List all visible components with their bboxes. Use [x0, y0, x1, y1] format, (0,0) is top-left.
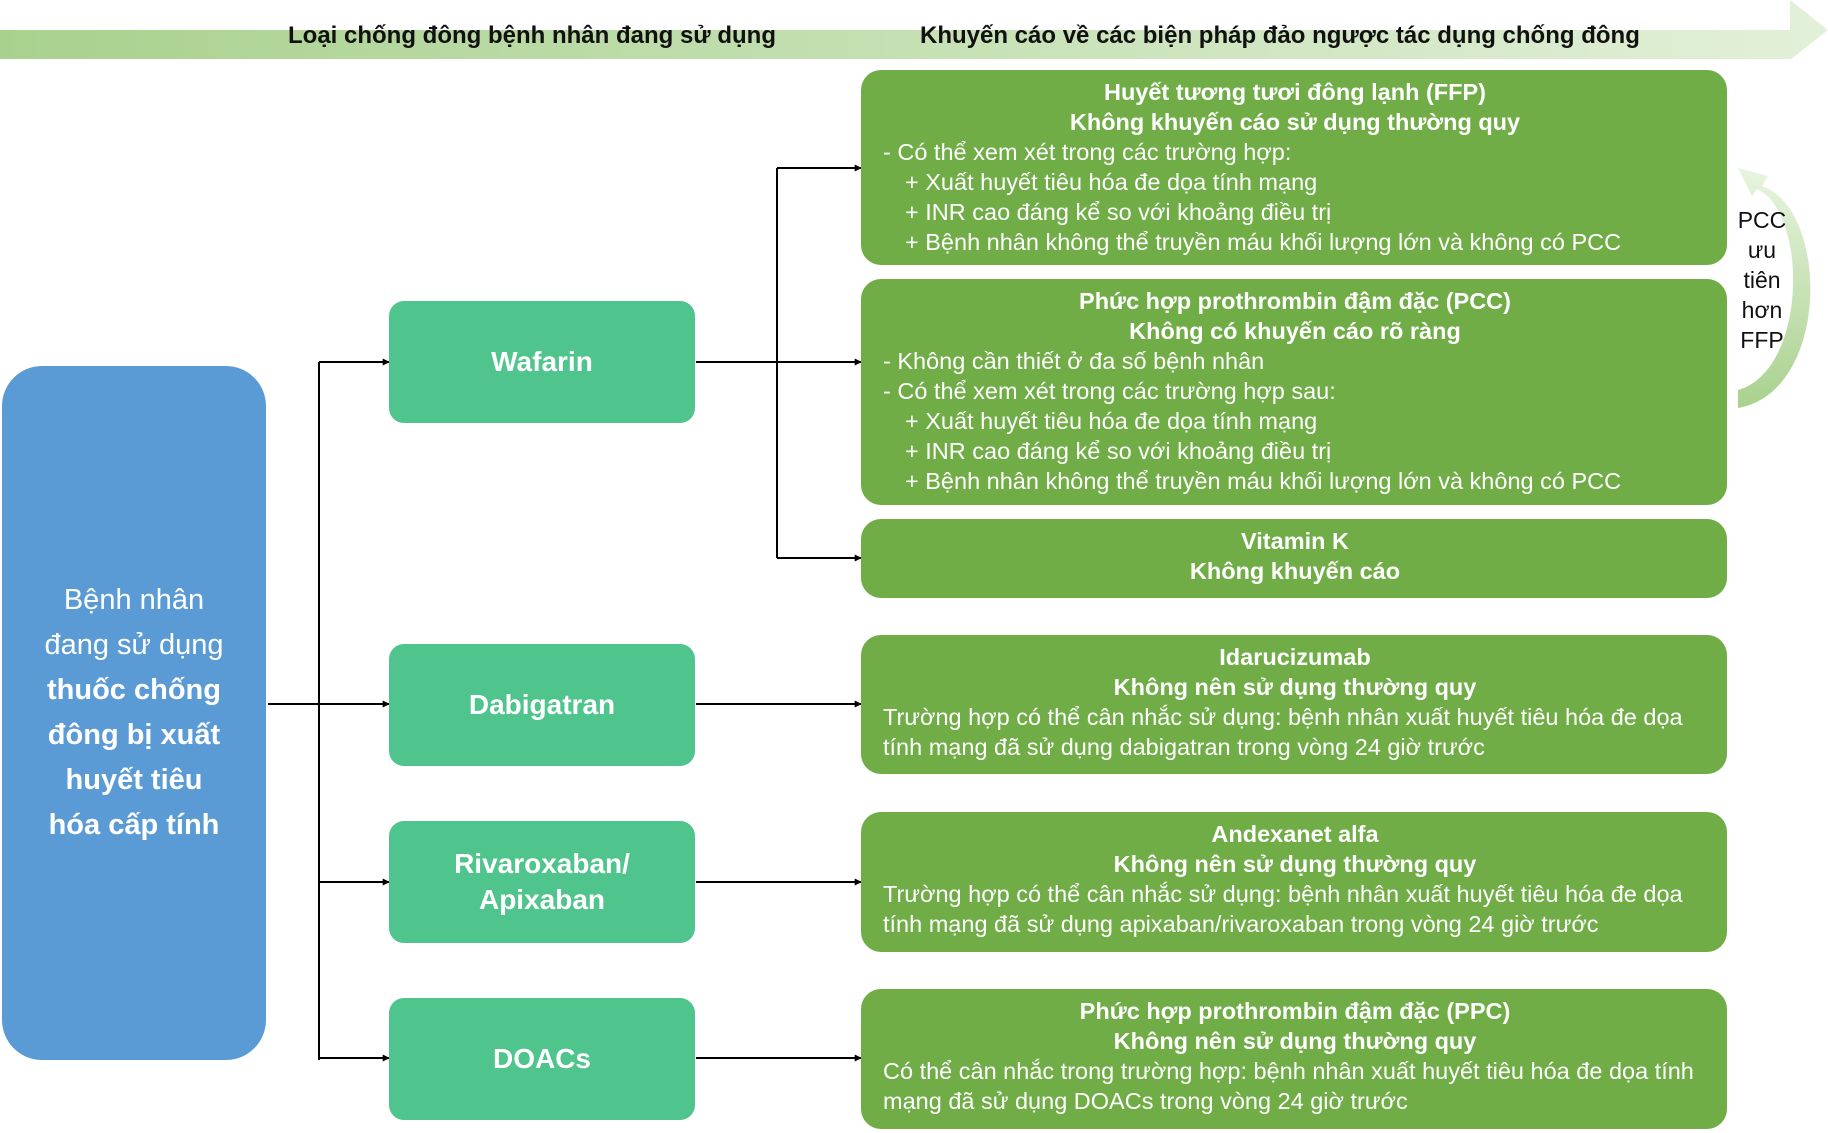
rec-andexanet-text: Trường hợp có thể cân nhắc sử dụng: bệnh…	[883, 881, 1683, 937]
side-note-l5: FFP	[1740, 327, 1784, 353]
rec-pcc: Phức hợp prothrombin đậm đặc (PCC) Không…	[861, 279, 1727, 505]
header-left-title: Loại chống đông bệnh nhân đang sử dụng	[288, 22, 776, 49]
header-right-title: Khuyến cáo về các biện pháp đảo ngược tá…	[920, 22, 1640, 49]
rec-ffp: Huyết tương tươi đông lạnh (FFP) Không k…	[861, 70, 1727, 265]
patient-bold4: hóa cấp tính	[48, 809, 220, 841]
drug-doacs-label: DOACs	[492, 1043, 591, 1074]
drug-warfarin-label: Wafarin	[491, 346, 593, 377]
rec-andexanet-title2: Không nên sử dụng thường quy	[1113, 851, 1477, 877]
patient-line1: Bệnh nhân	[63, 584, 205, 616]
connector-lines	[268, 164, 862, 1062]
rec-andexanet-title1: Andexanet alfa	[1211, 821, 1379, 847]
rec-idarucizumab-text: Trường hợp có thể cân nhắc sử dụng: bệnh…	[883, 704, 1683, 760]
drug-dabigatran-label: Dabigatran	[468, 689, 616, 720]
rec-ffp-line4: + Bệnh nhân không thể truyền máu khối lư…	[905, 229, 1622, 255]
rec-ffp-title1: Huyết tương tươi đông lạnh (FFP)	[1103, 79, 1487, 105]
rec-pcc-title2: Không có khuyến cáo rõ ràng	[1129, 318, 1461, 344]
patient-space	[152, 719, 160, 751]
drug-rivaroxaban-label2: Apixaban	[478, 884, 605, 915]
rec-ppc: Phức hợp prothrombin đậm đặc (PPC) Không…	[861, 989, 1727, 1129]
drug-rivaroxaban-label1: Rivaroxaban/	[454, 848, 630, 879]
rec-idarucizumab-title1: Idarucizumab	[1219, 644, 1371, 670]
rec-pcc-line2: - Có thể xem xét trong các trường hợp sa…	[883, 378, 1336, 404]
rec-pcc-line4: + INR cao đáng kể so với khoảng điều trị	[905, 438, 1332, 464]
patient-bold2a: đông bị	[47, 719, 153, 751]
rec-vitk-title2: Không khuyến cáo	[1189, 558, 1401, 584]
side-note: PCC ưu tiên hơn FFP	[1726, 205, 1798, 355]
side-note-l3: tiên	[1743, 267, 1781, 293]
drug-doacs: DOACs	[389, 998, 695, 1120]
rec-ffp-line2: + Xuất huyết tiêu hóa đe dọa tính mạng	[905, 169, 1318, 195]
drug-warfarin: Wafarin	[389, 301, 695, 423]
patient-bold2b: xuất	[160, 719, 221, 751]
rec-pcc-line1: - Không cần thiết ở đa số bệnh nhân	[883, 348, 1265, 374]
rec-idarucizumab: Idarucizumab Không nên sử dụng thường qu…	[861, 635, 1727, 774]
rec-idarucizumab-title2: Không nên sử dụng thường quy	[1113, 674, 1477, 700]
rec-vitamin-k: Vitamin K Không khuyến cáo	[861, 519, 1727, 598]
rec-pcc-line5: + Bệnh nhân không thể truyền máu khối lư…	[905, 468, 1622, 494]
rec-ffp-line1: - Có thể xem xét trong các trường hợp:	[883, 139, 1292, 165]
rec-ppc-title2: Không nên sử dụng thường quy	[1113, 1028, 1477, 1054]
patient-line2: đang sử dụng	[44, 629, 224, 661]
rec-vitk-title1: Vitamin K	[1241, 528, 1349, 554]
rec-pcc-line3: + Xuất huyết tiêu hóa đe dọa tính mạng	[905, 408, 1318, 434]
side-note-l2: ưu	[1747, 237, 1777, 263]
patient-bold3: huyết tiêu	[65, 764, 203, 796]
header-arrow	[0, 0, 1828, 60]
drug-rivaroxaban: Rivaroxaban/Apixaban	[389, 821, 695, 943]
drug-dabigatran: Dabigatran	[389, 644, 695, 766]
rec-ffp-line3: + INR cao đáng kể so với khoảng điều trị	[905, 199, 1332, 225]
rec-ffp-title2: Không khuyến cáo sử dụng thường quy	[1069, 109, 1521, 135]
side-note-l1: PCC	[1737, 207, 1787, 233]
rec-andexanet: Andexanet alfa Không nên sử dụng thường …	[861, 812, 1727, 952]
rec-ppc-text: Có thể cân nhắc trong trường hợp: bệnh n…	[883, 1058, 1694, 1114]
side-note-l4: hơn	[1741, 297, 1783, 323]
rec-ppc-title1: Phức hợp prothrombin đậm đặc (PPC)	[1079, 998, 1511, 1024]
curved-arrow-icon	[1738, 168, 1811, 408]
patient-box: Bệnh nhân đang sử dụng thuốc chống đông …	[2, 366, 266, 1060]
rec-pcc-title1: Phức hợp prothrombin đậm đặc (PCC)	[1079, 288, 1511, 314]
patient-bold1: thuốc chống	[47, 674, 221, 706]
